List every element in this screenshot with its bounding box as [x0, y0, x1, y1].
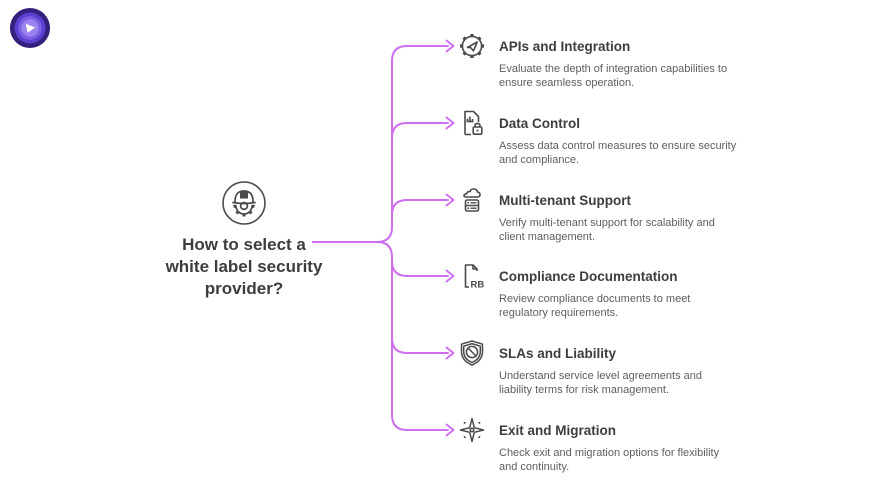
arrow-icon	[445, 269, 455, 283]
document-chart-lock-icon	[457, 108, 487, 138]
branch-description: Understand service level agreements and …	[499, 370, 703, 396]
engineer-helmet-gear-icon	[222, 181, 266, 225]
connector-branch-2	[391, 122, 449, 139]
gear-paper-plane-icon	[457, 31, 487, 61]
arrow-icon	[445, 116, 455, 130]
arrow-icon	[445, 423, 455, 437]
branch-title: Compliance Documentation	[499, 269, 678, 284]
branch-title: APIs and Integration	[499, 39, 631, 54]
cloud-server-icon	[457, 185, 487, 215]
document-rb-icon	[457, 261, 487, 291]
branch-title: Data Control	[499, 116, 580, 131]
branch-title: Exit and Migration	[499, 423, 617, 438]
branch-text: Multi-tenant Support Verify multi-tenant…	[499, 185, 737, 244]
branch-item-2: Data Control Assess data control measure…	[457, 108, 737, 167]
connector-branch-4	[391, 260, 449, 277]
branch-description: Verify multi-tenant support for scalabil…	[499, 217, 715, 243]
connector-down-trunk	[312, 241, 449, 431]
branch-item-6: Exit and Migration Check exit and migrat…	[457, 415, 737, 474]
branch-item-5: SLAs and Liability Understand service le…	[457, 338, 737, 397]
branch-description: Assess data control measures to ensure s…	[499, 140, 737, 166]
connector-up-trunk	[312, 45, 449, 243]
branch-text: Compliance Documentation Review complian…	[499, 261, 737, 320]
branch-text: SLAs and Liability Understand service le…	[499, 338, 737, 397]
brand-logo[interactable]	[9, 7, 51, 49]
branch-item-3: Multi-tenant Support Verify multi-tenant…	[457, 185, 737, 244]
branch-text: Exit and Migration Check exit and migrat…	[499, 415, 737, 474]
branch-title: Multi-tenant Support	[499, 193, 631, 208]
branch-description: Evaluate the depth of integration capabi…	[499, 63, 728, 89]
branch-title: SLAs and Liability	[499, 346, 617, 361]
arrow-icon	[445, 193, 455, 207]
connector-branch-5	[391, 337, 449, 354]
purple-rings-pick-logo	[9, 7, 51, 49]
branch-text: APIs and Integration Evaluate the depth …	[499, 31, 737, 90]
branch-description: Review compliance documents to meet regu…	[499, 293, 691, 319]
branch-item-4: Compliance Documentation Review complian…	[457, 261, 737, 320]
connector-branch-3	[391, 199, 449, 216]
central-question: How to select a white label security pro…	[165, 235, 323, 298]
arrow-icon	[445, 346, 455, 360]
branch-text: Data Control Assess data control measure…	[499, 108, 737, 167]
shield-slash-icon	[457, 338, 487, 368]
compass-star-icon	[457, 415, 487, 445]
central-topic: How to select a white label security pro…	[159, 179, 329, 300]
arrow-icon	[445, 39, 455, 53]
branch-item-1: APIs and Integration Evaluate the depth …	[457, 31, 737, 90]
branch-description: Check exit and migration options for fle…	[499, 447, 720, 473]
